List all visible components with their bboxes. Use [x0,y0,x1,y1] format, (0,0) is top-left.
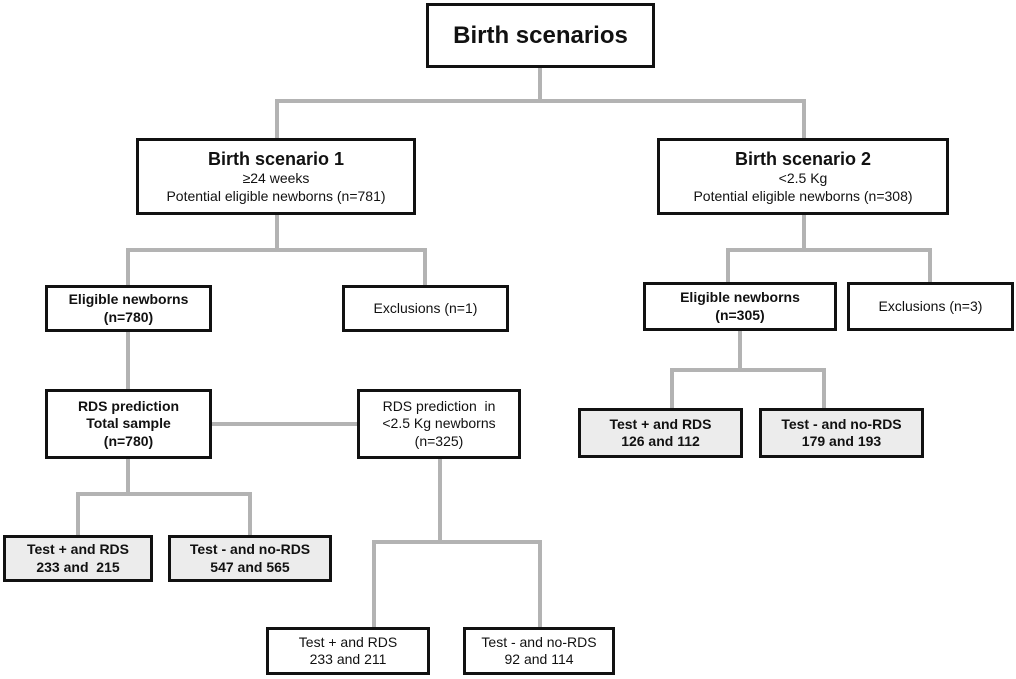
total-test-negative-box: Test - and no-RDS 547 and 565 [168,535,332,582]
low-weight-test-negative-box: Test - and no-RDS 92 and 114 [463,627,615,675]
scenario-1-title: Birth scenario 1 [207,148,345,169]
connector-rds-low [372,455,442,631]
scenario-1-criterion: ≥24 weeks [242,170,310,187]
connector-s2-excl [802,248,932,286]
eligible-newborns-1-box: Eligible newborns (n=780) [45,285,212,332]
scenario-2-criterion: <2.5 Kg [778,170,828,187]
scenario-2-test-positive-box: Test + and RDS 126 and 112 [578,408,743,458]
connector-rds-total-neg [126,492,252,539]
rds-total-line1: RDS prediction [77,397,180,414]
eligible-newborns-2-box: Eligible newborns (n=305) [643,282,837,331]
rds-low-line2: <2.5 Kg newborns [382,415,496,432]
connector-root-right [538,99,806,142]
birth-scenarios-box: Birth scenarios [426,3,655,68]
total-neg-values: 547 and 565 [210,558,290,575]
connector-root [275,64,542,142]
s2-neg-label: Test - and no-RDS [781,415,902,432]
total-pos-values: 233 and 215 [36,558,120,575]
rds-low-line1: RDS prediction in [382,397,496,414]
total-test-positive-box: Test + and RDS 233 and 215 [3,535,153,582]
s2-pos-label: Test + and RDS [609,415,712,432]
connector-rds-low-neg [438,540,542,631]
birth-scenario-2-box: Birth scenario 2 <2.5 Kg Potential eligi… [657,138,949,215]
exclusions-1-label: Exclusions (n=1) [373,299,478,316]
connector-rds-total [76,455,130,539]
low-neg-values: 92 and 114 [504,651,574,667]
root-title: Birth scenarios [453,21,628,49]
exclusions-2-box: Exclusions (n=3) [847,282,1014,331]
rds-total-line3: (n=780) [103,432,154,449]
connector-eligible2 [670,328,742,412]
low-neg-label: Test - and no-RDS [481,633,597,650]
rds-total-line2: Total sample [86,415,171,432]
eligible-1-label: Eligible newborns [68,291,189,307]
exclusions-1-box: Exclusions (n=1) [342,285,509,332]
low-pos-label: Test + and RDS [298,633,398,650]
scenario-2-test-negative-box: Test - and no-RDS 179 and 193 [759,408,924,458]
connector-s1-excl [275,248,427,289]
s2-pos-values: 126 and 112 [621,433,700,449]
rds-prediction-low-weight-box: RDS prediction in <2.5 Kg newborns (n=32… [357,389,521,459]
eligible-2-label: Eligible newborns [680,289,800,305]
scenario-2-title: Birth scenario 2 [734,148,872,169]
eligible-2-count: (n=305) [715,306,765,323]
connector-s1 [126,211,279,289]
s2-neg-values: 179 and 193 [801,433,882,449]
scenario-1-potential: Potential eligible newborns (n=781) [166,187,386,204]
low-weight-test-positive-box: Test + and RDS 233 and 211 [266,627,430,675]
low-pos-values: 233 and 211 [309,651,387,667]
rds-prediction-total-box: RDS prediction Total sample (n=780) [45,389,212,459]
total-pos-label: Test + and RDS [26,541,130,557]
birth-scenario-1-box: Birth scenario 1 ≥24 weeks Potential eli… [136,138,416,215]
connector-s2 [726,211,806,286]
exclusions-2-label: Exclusions (n=3) [878,297,983,314]
scenario-2-potential: Potential eligible newborns (n=308) [693,187,913,204]
total-neg-label: Test - and no-RDS [189,541,311,557]
eligible-1-count: (n=780) [103,308,154,325]
rds-low-line3: (n=325) [414,432,464,449]
connector-eligible2-neg [738,368,826,412]
